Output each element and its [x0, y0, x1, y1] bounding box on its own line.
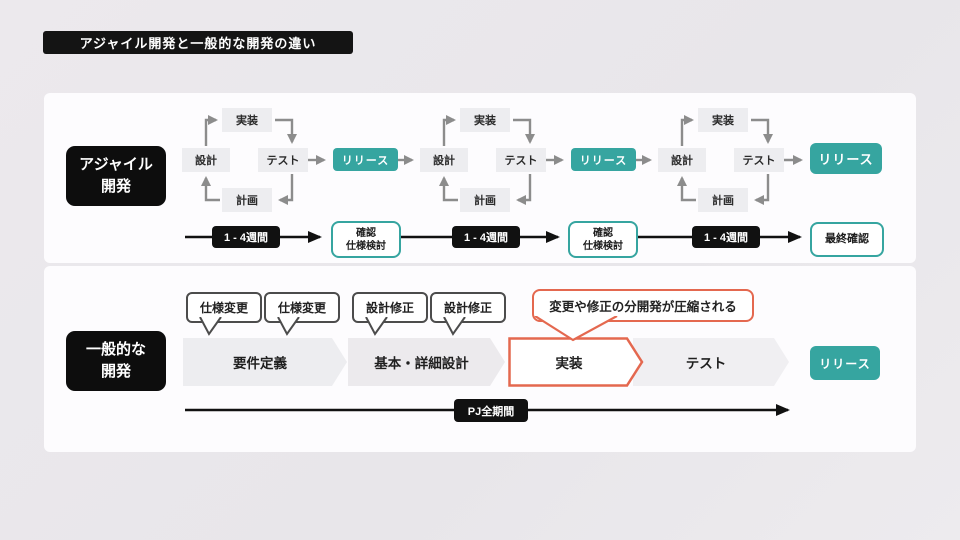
callout-tail — [443, 317, 466, 336]
release-badge-general: リリース — [810, 346, 880, 380]
cycle-step-plan: 計画 — [698, 188, 748, 212]
highlight-callout-tail — [534, 316, 618, 342]
checkpoint-box: 確認 仕様検討 — [331, 221, 401, 258]
phase-chevron-requirements: 要件定義 — [183, 338, 347, 386]
final-check-box: 最終確認 — [810, 222, 884, 257]
cycle-step-implement: 実装 — [460, 108, 510, 132]
callout-bubble: 設計修正 — [352, 292, 428, 323]
phase-chevron-test: テスト — [633, 338, 789, 386]
cycle-step-implement: 実装 — [222, 108, 272, 132]
interval-badge: 1 - 4週間 — [452, 226, 520, 248]
general-section-label: 一般的な 開発 — [66, 331, 166, 391]
cycle-step-design: 設計 — [658, 148, 706, 172]
cycle-step-design: 設計 — [420, 148, 468, 172]
phase-implementation-label: 実装 — [555, 356, 583, 371]
project-duration-badge: PJ全期間 — [454, 399, 528, 422]
phase-chevron-design: 基本・詳細設計 — [348, 338, 505, 386]
cycle-step-plan: 計画 — [222, 188, 272, 212]
cycle-step-test: テスト — [258, 148, 308, 172]
interval-badge: 1 - 4週間 — [692, 226, 760, 248]
cycle-step-test: テスト — [496, 148, 546, 172]
cycle-step-implement: 実装 — [698, 108, 748, 132]
callout-tail — [277, 317, 300, 336]
checkpoint-box: 確認 仕様検討 — [568, 221, 638, 258]
cycle-step-test: テスト — [734, 148, 784, 172]
interval-badge: 1 - 4週間 — [212, 226, 280, 248]
callout-tail — [199, 317, 222, 336]
cycle-step-design: 設計 — [182, 148, 230, 172]
callout-bubble: 仕様変更 — [186, 292, 262, 323]
release-badge-final: リリース — [810, 143, 882, 174]
phase-chevron-implementation — [508, 337, 644, 387]
release-badge: リリース — [333, 148, 398, 171]
agile-section-label: アジャイル 開発 — [66, 146, 166, 206]
cycle-step-plan: 計画 — [460, 188, 510, 212]
page-title: アジャイル開発と一般的な開発の違い — [43, 31, 353, 54]
callout-bubble: 仕様変更 — [264, 292, 340, 323]
callout-tail — [365, 317, 388, 336]
callout-bubble: 設計修正 — [430, 292, 506, 323]
release-badge: リリース — [571, 148, 636, 171]
